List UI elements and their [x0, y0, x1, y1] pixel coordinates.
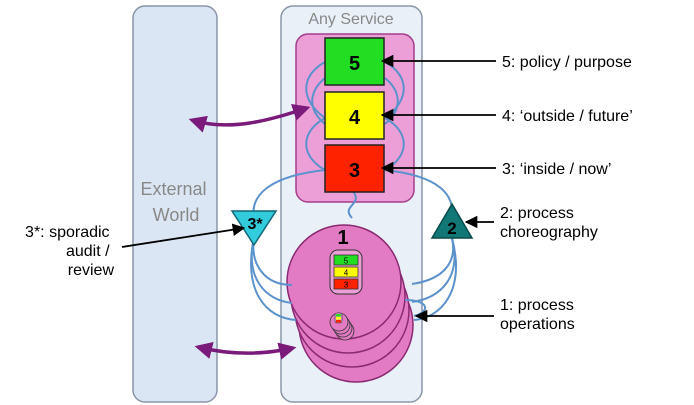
mini-level-4-label: 4	[344, 269, 349, 278]
policy-annotation: 5: policy / purpose	[502, 54, 632, 71]
external-world-label: External World	[140, 179, 211, 225]
audit-arrow	[121, 223, 246, 248]
mini-level-5-label: 5	[344, 257, 349, 266]
external-world-line-1: External	[140, 179, 206, 199]
choreography-line-1: 2: process	[500, 205, 574, 222]
audit-marker-label: 3*	[247, 216, 263, 233]
audit-line-1: 3*: sporadic	[25, 224, 110, 241]
external-world-panel	[132, 5, 218, 403]
choreography-marker-label: 2	[447, 219, 456, 238]
choreography-line-2: choreography	[500, 224, 598, 241]
audit-line-3: review	[68, 262, 115, 279]
audit-line-2: audit /	[66, 243, 110, 260]
audit-annotation: 3*: sporadic audit / review	[25, 224, 114, 279]
level-4-label: 4	[349, 107, 361, 129]
operations-stack	[286, 224, 414, 383]
level-1-label: 1	[337, 227, 348, 249]
mini-level-3-label: 3	[344, 281, 349, 290]
operations-line-1: 1: process	[500, 297, 574, 314]
operations-annotation: 1: process operations	[500, 297, 578, 333]
external-world-line-2: World	[153, 205, 200, 225]
any-service-label: Any Service	[308, 11, 393, 28]
operations-line-2: operations	[500, 316, 575, 333]
inside-now-annotation: 3: ‘inside / now’	[502, 161, 611, 178]
choreography-annotation: 2: process choreography	[500, 205, 598, 241]
choreography-triangle	[430, 202, 474, 239]
outside-future-annotation: 4: ‘outside / future’	[502, 108, 633, 125]
level-3-label: 3	[349, 160, 360, 182]
external-arrow-upper	[188, 103, 311, 133]
mini-level-4	[333, 266, 359, 278]
external-arrow-lower	[194, 341, 297, 360]
level-5-label: 5	[349, 53, 360, 75]
mini-level-3	[333, 278, 359, 290]
mini-level-5	[333, 254, 359, 266]
